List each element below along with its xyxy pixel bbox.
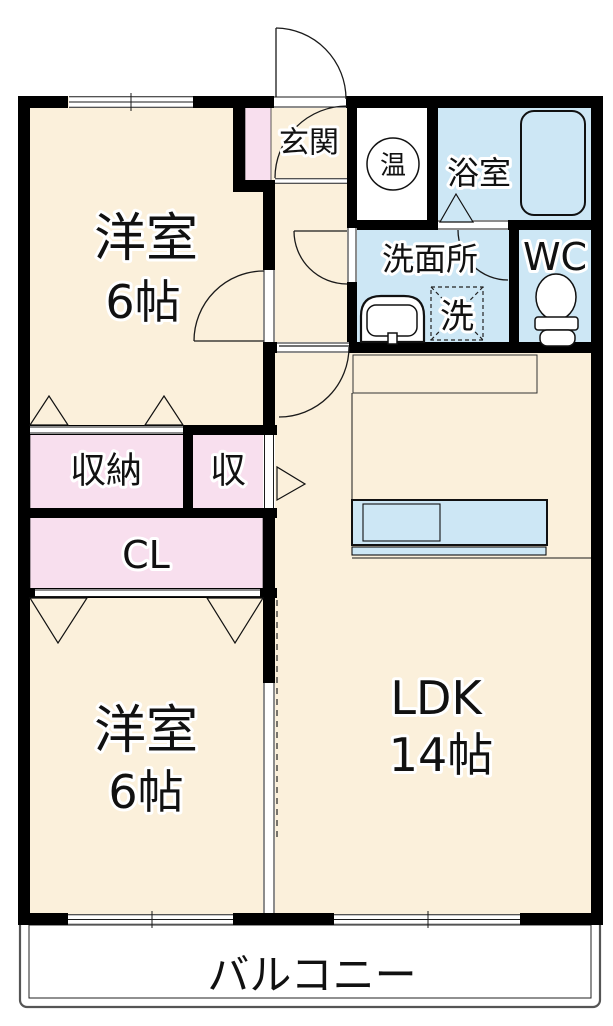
ldk-label: LDK [390, 671, 483, 725]
water-heater-label: 温 [380, 151, 406, 181]
vanity-sink [359, 294, 426, 345]
bathtub [520, 110, 586, 216]
wc-label: WC [523, 235, 587, 279]
entrance-door [274, 27, 348, 179]
fixtures [359, 110, 586, 347]
entrance-step [275, 178, 347, 184]
window-top [69, 93, 193, 111]
doors [28, 27, 509, 645]
ldk-door-opening [277, 342, 349, 353]
shoe-cabinet [244, 104, 272, 182]
bedroom-top-size-label: 6帖 [105, 275, 180, 329]
entrance-opening [274, 96, 346, 108]
bathroom-door-symbol [438, 192, 475, 223]
bedroom-top-label: 洋室 [94, 209, 198, 269]
washroom-door-opening [347, 228, 357, 282]
storage-small-floor [190, 432, 266, 511]
washroom-label: 洗面所 [382, 240, 478, 278]
bedroom-bottom-size-label: 6帖 [108, 765, 183, 819]
water-heater-icon [366, 137, 420, 191]
closet-cl-opening [35, 589, 260, 597]
storage-opening [30, 426, 183, 434]
closet-cl-floor [29, 515, 264, 591]
kitchen [351, 354, 591, 559]
storage-small-label: 収 [210, 451, 246, 492]
bathroom-door-opening [438, 220, 508, 230]
storage-small-opening [263, 435, 275, 508]
washing-machine-label: 洗 [440, 297, 474, 337]
labels: 洋室 6帖 玄関 温 浴室 洗面所 洗 WC 収納 収 CL 洋室 6帖 LDK… [67, 123, 590, 1003]
bathroom-door [438, 192, 509, 281]
kitchen-sink [362, 503, 441, 542]
entrance-label: 玄関 [279, 126, 339, 161]
windows [68, 93, 520, 928]
washroom-door [293, 230, 348, 285]
openings [30, 96, 508, 913]
closet-door-symbols [28, 394, 307, 645]
toilet [534, 273, 579, 347]
closet-cl-label: CL [122, 533, 170, 577]
bathroom-label: 浴室 [447, 154, 511, 192]
washing-machine-space [430, 286, 484, 341]
storage-label: 収納 [70, 451, 142, 492]
kitchen-counter-outline [352, 354, 538, 394]
window-balcony-right [334, 911, 520, 928]
window-balcony-left [68, 911, 233, 928]
ldk-size-label: 14帖 [389, 728, 494, 782]
bedroom-top-door-opening [263, 270, 275, 342]
ldk-door [278, 345, 350, 418]
bedroom-bottom-label: 洋室 [94, 701, 198, 761]
kitchen-unit-edge [351, 546, 547, 556]
balcony-label: バルコニー [207, 951, 416, 1000]
bedroom-top-door [193, 270, 265, 342]
sliding-door-track [263, 683, 275, 913]
